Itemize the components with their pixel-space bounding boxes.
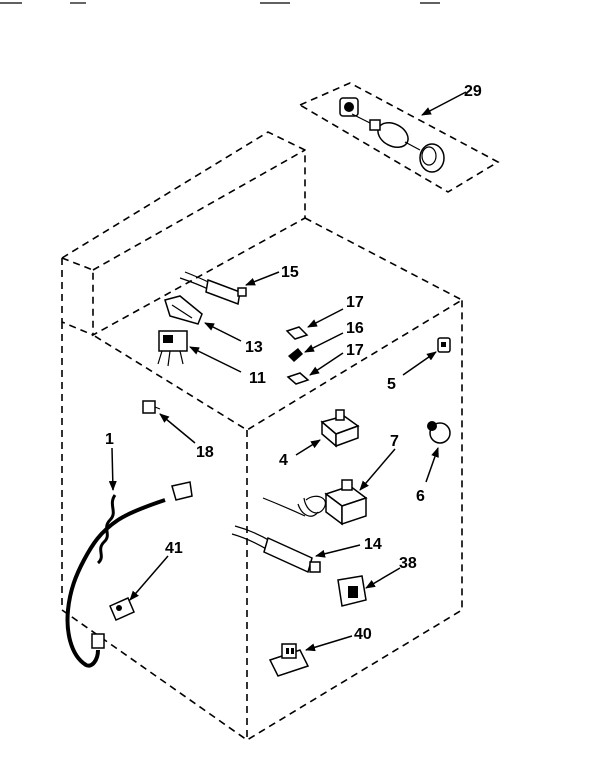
terminal-block-part-40 [268, 643, 310, 677]
cord-clamp-part-41 [109, 597, 135, 621]
callout-16: 16 [346, 320, 364, 337]
callout-17-lower: 17 [346, 342, 364, 359]
plate-part-13 [164, 295, 203, 325]
callout-5: 5 [387, 376, 396, 393]
callout-15: 15 [281, 264, 299, 281]
callout-labels: 29 15 17 16 17 13 11 5 18 1 4 7 6 14 41 … [105, 83, 482, 643]
callout-18: 18 [196, 444, 214, 461]
indicator-part-6 [427, 421, 451, 444]
clip-part-16 [288, 348, 303, 362]
fastener-part-18 [142, 400, 161, 414]
callout-1: 1 [105, 431, 114, 448]
light-bulb-icon [369, 119, 421, 151]
lamp-socket-icon [339, 97, 373, 125]
callout-38: 38 [399, 555, 417, 572]
bracket-part-38 [337, 575, 367, 607]
callout-13: 13 [245, 339, 263, 356]
lamp-lens-icon [419, 143, 445, 173]
terminal-block-part-11 [157, 330, 188, 367]
insulator-part-17-upper [285, 326, 309, 340]
callout-11: 11 [249, 370, 266, 387]
selector-switch-part-7 [262, 479, 368, 526]
callout-41: 41 [165, 540, 183, 557]
callout-40: 40 [354, 626, 372, 643]
light-assembly-part-29 [298, 82, 500, 193]
cabinet-outline [60, 131, 464, 741]
clip-part-5 [437, 337, 451, 353]
switch-part-4 [320, 409, 360, 448]
callout-17-upper: 17 [346, 294, 364, 311]
callout-14: 14 [364, 536, 382, 553]
insulator-part-17-lower [286, 372, 310, 385]
callout-6: 6 [416, 488, 425, 505]
callout-7: 7 [390, 433, 399, 450]
callout-29: 29 [464, 83, 482, 100]
leader-lines [108, 91, 467, 652]
switch-part-15 [179, 271, 247, 306]
callout-4: 4 [279, 452, 288, 469]
switch-part-14 [231, 525, 321, 574]
power-cord-part-1 [65, 481, 193, 668]
